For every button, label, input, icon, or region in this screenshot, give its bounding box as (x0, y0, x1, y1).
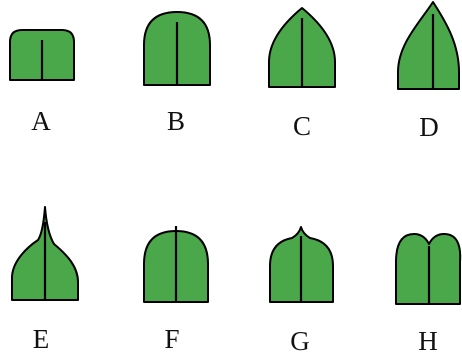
leaf-h-label: H (418, 326, 438, 356)
leaf-c-label: C (293, 111, 311, 141)
leaf-d-label: D (419, 112, 439, 142)
leaf-e-label: E (33, 324, 50, 354)
leaf-c: C (269, 8, 335, 141)
leaf-g-label: G (290, 326, 310, 356)
leaf-a: A (10, 30, 74, 136)
leaf-b-label: B (167, 106, 185, 136)
leaf-g: G (270, 227, 333, 356)
leaf-b: B (144, 12, 210, 136)
leaf-f-label: F (164, 324, 179, 354)
leaf-d: D (398, 2, 459, 142)
leaf-h: H (396, 234, 460, 356)
leaf-d-shape (398, 2, 459, 89)
leaf-a-label: A (31, 106, 51, 136)
leaf-f: F (144, 226, 208, 354)
leaf-e: E (12, 207, 78, 354)
